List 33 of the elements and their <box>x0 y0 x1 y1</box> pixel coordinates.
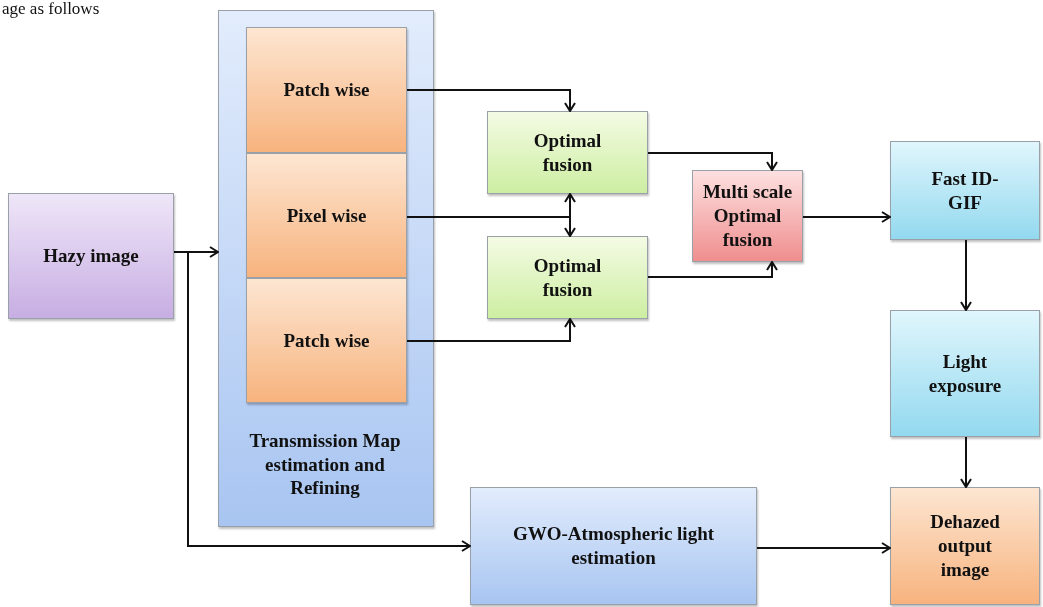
arrow <box>406 89 576 112</box>
process-box <box>246 278 407 403</box>
box-label: Pixel wise <box>285 203 368 228</box>
output-box <box>890 487 1040 605</box>
box-label: Dehazed output image <box>929 510 1001 582</box>
box-label: Light exposure <box>927 349 1003 398</box>
process-box <box>692 170 803 262</box>
process-box <box>470 487 757 605</box>
arrow <box>802 211 891 223</box>
input-box <box>8 193 174 319</box>
arrow <box>647 152 778 171</box>
group-title: Transmission Map estimation and Refining <box>248 428 402 500</box>
caption-text: age as follows <box>2 0 100 19</box>
process-box <box>246 153 407 278</box>
box-label: Optimal fusion <box>532 128 603 177</box>
box-label: Patch wise <box>282 328 371 353</box>
process-box <box>890 310 1040 437</box>
arrow <box>756 542 891 554</box>
process-box <box>487 236 648 319</box>
box-label: Patch wise <box>282 78 371 102</box>
group-panel <box>218 10 434 527</box>
process-box <box>246 27 407 153</box>
box-label: Multi scale Optimal fusion <box>701 180 794 252</box>
box-label: Fast ID-GIF <box>930 166 1000 215</box>
arrow <box>406 318 576 342</box>
box-label: Optimal fusion <box>532 253 603 302</box>
process-box <box>487 111 648 194</box>
arrow <box>960 239 972 311</box>
process-box <box>890 141 1040 240</box>
box-label: GWO-Atmospheric light estimation <box>511 522 716 570</box>
box-label: Hazy image <box>42 244 140 268</box>
arrow <box>960 436 972 488</box>
arrow <box>647 261 778 278</box>
